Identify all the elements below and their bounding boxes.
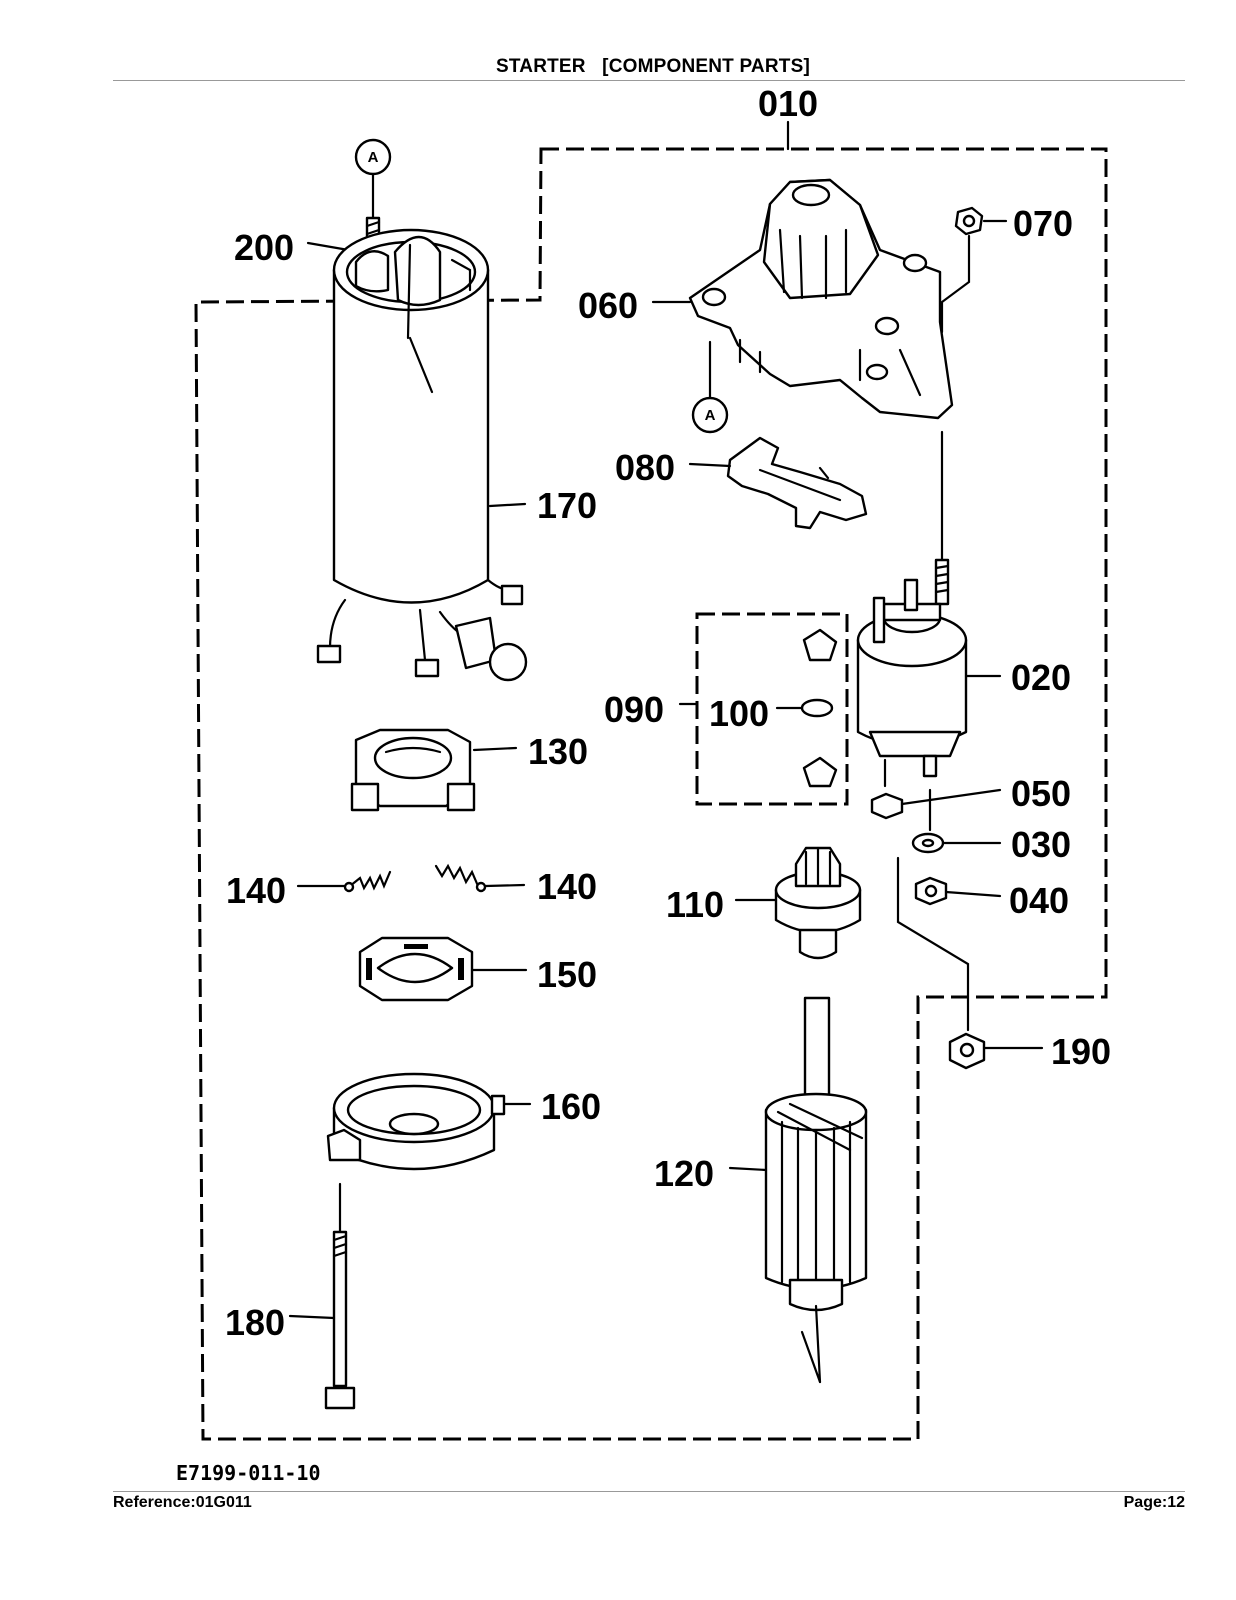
label-040: 040	[1009, 880, 1069, 921]
label-030: 030	[1011, 824, 1071, 865]
part-150-brush-plate	[358, 936, 528, 1002]
label-050: 050	[1011, 773, 1071, 814]
part-080-shift-lever	[688, 436, 868, 530]
footer-reference: Reference:01G011	[113, 1494, 252, 1511]
part-100-seals	[678, 628, 838, 788]
part-060-drive-housing	[651, 178, 954, 434]
subassembly-090-boundary	[695, 612, 849, 806]
part-180-through-bolt	[288, 1182, 356, 1410]
label-160: 160	[541, 1086, 601, 1127]
label-120: 120	[654, 1153, 714, 1194]
reference-a-marker-housing	[691, 396, 729, 434]
part-130-brush-holder	[350, 728, 518, 812]
part-140-springs	[296, 863, 526, 893]
part-030-washer	[911, 788, 1002, 854]
footer-page-number: Page:12	[1123, 1494, 1185, 1511]
part-050-nut	[870, 788, 1002, 820]
part-170-yoke	[316, 228, 528, 682]
label-100: 100	[709, 693, 769, 734]
label-140-left: 140	[226, 870, 286, 911]
label-150: 150	[537, 954, 597, 995]
label-090: 090	[604, 689, 664, 730]
label-130: 130	[528, 731, 588, 772]
footer-rule	[113, 1491, 1185, 1492]
reference-a-letter-housing: A	[705, 407, 716, 424]
label-200: 200	[234, 227, 294, 268]
part-120-armature	[728, 996, 868, 1384]
label-020: 020	[1011, 657, 1071, 698]
part-110-pinion	[734, 846, 862, 960]
part-040-nut	[896, 856, 1002, 1032]
drawing-code: E7199-011-10	[176, 1461, 321, 1485]
part-020-magnetic-switch	[856, 430, 1002, 788]
label-170: 170	[537, 485, 597, 526]
label-010: 010	[758, 83, 818, 124]
reference-a-letter-top: A	[368, 149, 379, 166]
part-190-nut	[948, 1032, 1044, 1070]
label-180: 180	[225, 1302, 285, 1343]
label-110: 110	[666, 884, 724, 925]
page-title: STARTER [COMPONENT PARTS]	[496, 56, 810, 77]
header-rule	[113, 80, 1185, 81]
part-070-nut	[940, 206, 1008, 334]
assembly-010-boundary	[194, 147, 1108, 1441]
label-140-right: 140	[537, 866, 597, 907]
label-080: 080	[615, 447, 675, 488]
label-190: 190	[1051, 1031, 1111, 1072]
label-070: 070	[1013, 203, 1073, 244]
label-060: 060	[578, 285, 638, 326]
part-160-rear-end-frame	[326, 1072, 532, 1171]
